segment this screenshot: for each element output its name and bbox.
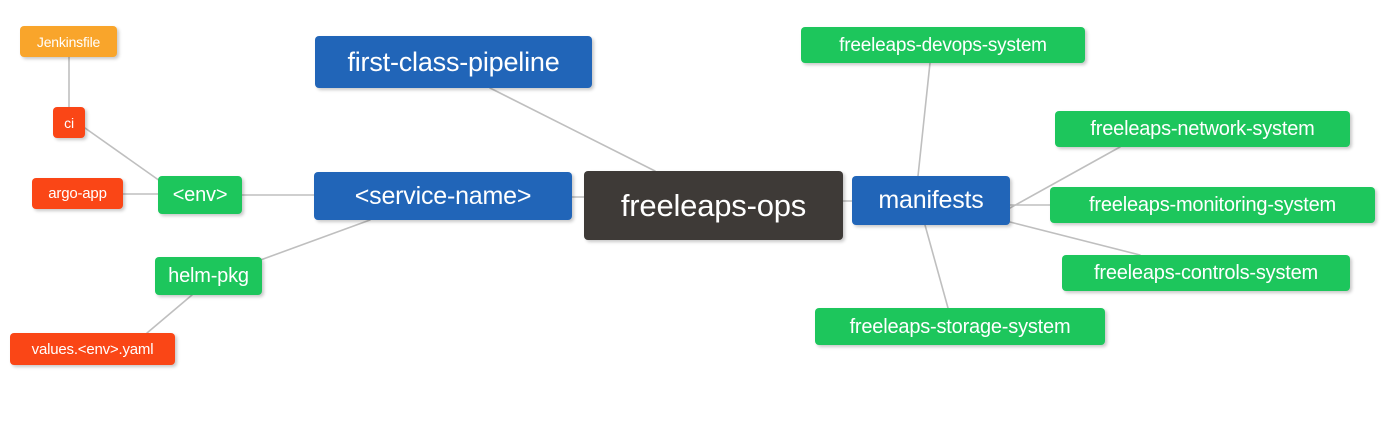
node-label-manifests: manifests bbox=[878, 186, 984, 214]
node-label-freeleaps-monitoring-system: freeleaps-monitoring-system bbox=[1089, 194, 1336, 216]
node-label-helm-pkg: helm-pkg bbox=[168, 265, 249, 287]
node-label-freeleaps-storage-system: freeleaps-storage-system bbox=[849, 315, 1071, 338]
node-label-argo-app: argo-app bbox=[48, 185, 107, 202]
node-argo-app[interactable]: argo-app bbox=[32, 178, 123, 209]
edge-freeleaps-devops-system-to-manifests bbox=[917, 62, 931, 177]
edge-manifests-to-freeleaps-controls-system bbox=[1009, 221, 1141, 256]
node-label-values-yaml: values.<env>.yaml bbox=[31, 340, 154, 358]
node-label-env: <env> bbox=[172, 184, 228, 206]
node-label-freeleaps-devops-system: freeleaps-devops-system bbox=[839, 34, 1047, 56]
node-values-yaml[interactable]: values.<env>.yaml bbox=[10, 333, 175, 365]
node-manifests[interactable]: manifests bbox=[852, 176, 1010, 225]
edge-ci-to-env bbox=[84, 127, 161, 182]
node-service-name[interactable]: <service-name> bbox=[314, 172, 572, 220]
node-label-ci: ci bbox=[64, 114, 74, 131]
node-helm-pkg[interactable]: helm-pkg bbox=[155, 257, 262, 295]
node-label-freeleaps-controls-system: freeleaps-controls-system bbox=[1094, 262, 1318, 284]
node-freeleaps-storage-system[interactable]: freeleaps-storage-system bbox=[815, 308, 1105, 345]
node-freeleaps-devops-system[interactable]: freeleaps-devops-system bbox=[801, 27, 1085, 63]
node-freeleaps-ops[interactable]: freeleaps-ops bbox=[584, 171, 843, 240]
node-label-freeleaps-network-system: freeleaps-network-system bbox=[1090, 118, 1315, 140]
node-label-jenkinsfile: Jenkinsfile bbox=[36, 33, 101, 50]
edge-first-class-pipeline-to-freeleaps-ops bbox=[489, 87, 656, 172]
node-freeleaps-network-system[interactable]: freeleaps-network-system bbox=[1055, 111, 1350, 147]
node-ci[interactable]: ci bbox=[53, 107, 85, 138]
node-env[interactable]: <env> bbox=[158, 176, 242, 214]
node-label-first-class-pipeline: first-class-pipeline bbox=[347, 46, 560, 77]
node-freeleaps-controls-system[interactable]: freeleaps-controls-system bbox=[1062, 255, 1350, 291]
node-jenkinsfile[interactable]: Jenkinsfile bbox=[20, 26, 117, 57]
edge-manifests-to-freeleaps-storage-system bbox=[924, 224, 949, 309]
node-freeleaps-monitoring-system[interactable]: freeleaps-monitoring-system bbox=[1050, 187, 1375, 223]
node-label-service-name: <service-name> bbox=[354, 181, 532, 210]
edge-values-yaml-to-helm-pkg bbox=[146, 294, 193, 334]
node-first-class-pipeline[interactable]: first-class-pipeline bbox=[315, 36, 592, 88]
edge-helm-pkg-to-service-name bbox=[254, 219, 371, 263]
node-label-freeleaps-ops: freeleaps-ops bbox=[620, 188, 807, 223]
